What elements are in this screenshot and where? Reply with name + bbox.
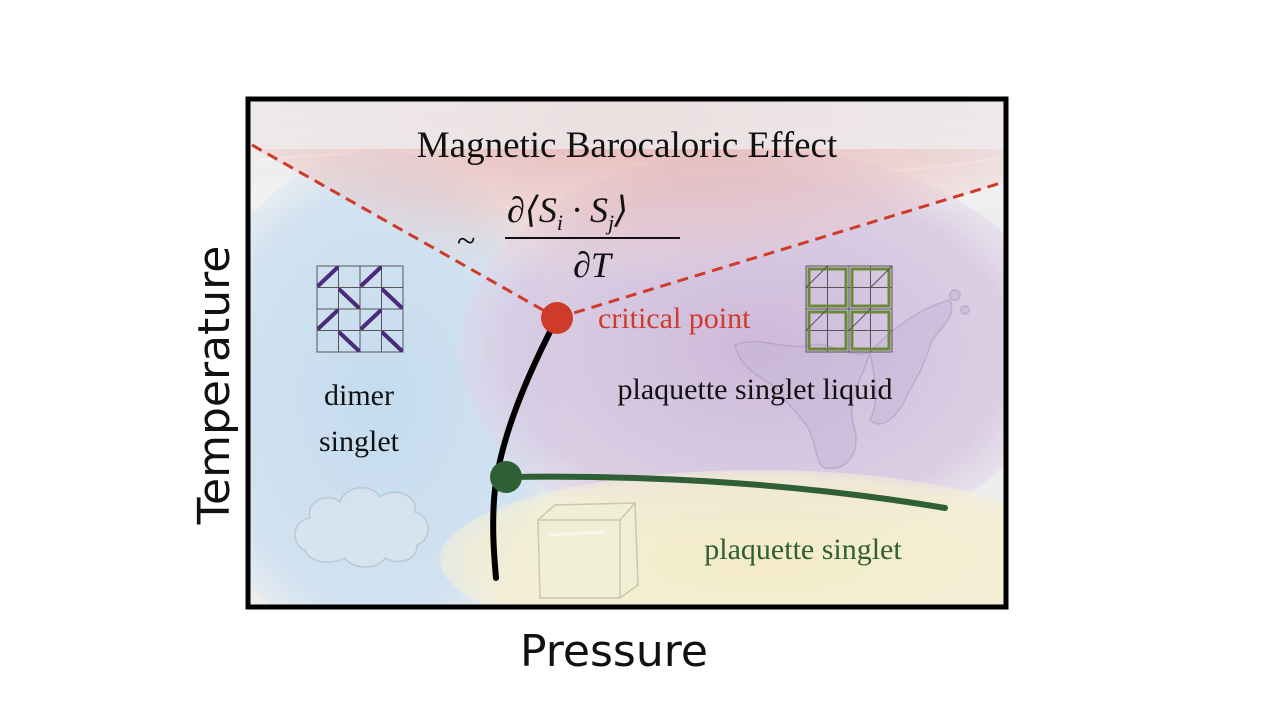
dimer-singlet-label-line2: singlet <box>319 425 400 458</box>
y-axis-label: Temperature <box>189 246 240 526</box>
critical-region <box>248 99 1006 318</box>
formula: ~ ∂⟨Si · Sj⟩ ∂T <box>457 190 680 285</box>
dashed-crossover-right <box>556 180 1005 320</box>
dimer-singlet-label-line1: dimer <box>324 379 394 412</box>
plaquette-liquid-label: plaquette singlet liquid <box>618 373 893 406</box>
diagram-title: Magnetic Barocaloric Effect <box>417 125 838 166</box>
plaquette-transition-line <box>503 473 948 511</box>
critical-point-label: critical point <box>598 302 751 335</box>
x-axis-label: Pressure <box>520 626 708 677</box>
triple-point-marker <box>490 461 522 493</box>
formula-denominator: ∂T <box>573 245 614 285</box>
diagram-frame <box>245 96 1009 610</box>
ice-cube-icon <box>537 502 639 599</box>
dimer-lattice-icon <box>316 265 404 353</box>
plaquette-singlet-label: plaquette singlet <box>704 533 902 566</box>
dashed-crossover-left <box>251 143 558 320</box>
formula-prefix: ~ <box>457 223 475 260</box>
critical-point-marker <box>541 302 573 334</box>
cloud-icon <box>294 487 429 568</box>
plaquette-lattice-icon <box>805 265 893 353</box>
formula-numerator: ∂⟨Si · Sj⟩ <box>507 190 628 235</box>
